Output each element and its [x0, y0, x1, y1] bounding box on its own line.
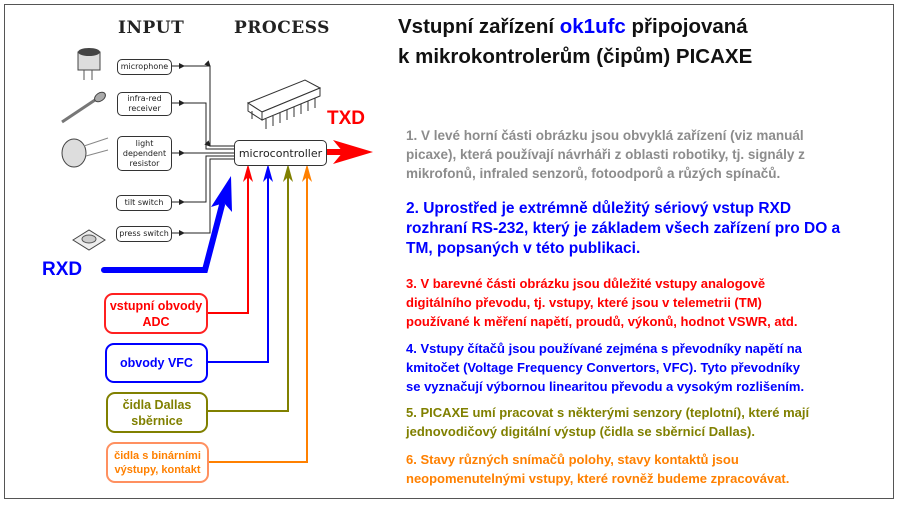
para-line: TM, popsaných v této publikaci.: [406, 240, 641, 257]
label-line: receiver: [128, 104, 161, 113]
title-text: Vstupní zařízení: [398, 15, 560, 38]
adc-wire: [207, 175, 249, 314]
process-header: PROCESS: [234, 18, 330, 38]
para-line: digitálního převodu, tj. vstupy, které j…: [406, 295, 762, 310]
paragraph-1: 1. V levé horní části obrázku jsou obvyk…: [406, 126, 805, 183]
paragraph-6: 6. Stavy různých snímačů polohy, stavy k…: [406, 450, 789, 488]
box-line: výstupy, kontakt: [114, 463, 201, 476]
dallas-wire: [207, 175, 289, 412]
label-line: tilt switch: [124, 198, 164, 207]
input-label-microphone: microphone: [117, 59, 172, 75]
adc-arrowhead-icon: [243, 164, 253, 182]
chip-icon: [246, 79, 322, 129]
para-line: picaxe), která používají návrháři z obla…: [406, 147, 805, 162]
label-line: press switch: [119, 229, 169, 238]
input-header: INPUT: [118, 18, 185, 38]
para-line: mikrofonů, infraled senzorů, fotoodporů …: [406, 166, 781, 181]
para-line: 1. V levé horní části obrázku jsou obvyk…: [406, 128, 804, 143]
binary-wire: [208, 175, 308, 463]
microcontroller-box: microcontroller: [234, 140, 327, 166]
label-line: infra-red: [127, 94, 162, 103]
paragraph-5: 5. PICAXE umí pracovat s některými senzo…: [406, 403, 809, 441]
press-switch-icon: [72, 229, 106, 251]
callsign: ok1ufc: [559, 15, 626, 38]
title-text: připojovaná: [625, 15, 748, 38]
dallas-arrowhead-icon: [283, 164, 293, 182]
para-line: používané k měření napětí, proudů, výkon…: [406, 314, 798, 329]
label-line: dependent: [122, 148, 167, 158]
para-line: rozhraní RS-232, který je základem všech…: [406, 220, 841, 237]
light-dependent-resistor-icon: [61, 137, 109, 168]
input-label-tilt-switch: tilt switch: [116, 195, 172, 211]
rxd-arrow: [101, 176, 232, 273]
para-line: kmitočet (Voltage Frequency Convertors, …: [406, 360, 800, 375]
page-title-line2: k mikrokontrolerům (čipům) PICAXE: [398, 45, 753, 68]
para-line: se vyznačují výbornou linearitou převodu…: [406, 379, 805, 394]
vfc-wire: [207, 175, 269, 363]
paragraph-2: 2. Uprostřed je extrémně důležitý sériov…: [406, 199, 840, 259]
box-line: čidla s binárními: [114, 449, 201, 462]
para-line: 3. V barevné části obrázku jsou důležité…: [406, 276, 766, 291]
txd-label: TXD: [327, 108, 365, 129]
box-line: vstupní obvody: [109, 298, 203, 313]
label-line: light: [135, 138, 154, 148]
para-line: 6. Stavy různých snímačů polohy, stavy k…: [406, 452, 739, 467]
input-label-press-switch: press switch: [116, 226, 172, 242]
frame-border: [4, 4, 894, 499]
microphone-icon: [77, 48, 101, 80]
rxd-label: RXD: [42, 259, 83, 280]
vfc-input-box: obvody VFC: [105, 343, 208, 383]
para-line: 4. Vstupy čítačů jsou používané zejména …: [406, 341, 802, 356]
input-wires: [170, 60, 235, 236]
label-line: resistor: [129, 158, 160, 168]
box-line: ADC: [142, 314, 170, 329]
infrared-receiver-icon: [61, 91, 106, 124]
box-line: čidla Dallas: [122, 397, 192, 412]
box-line: obvody VFC: [120, 356, 193, 370]
txd-arrow: [325, 140, 373, 164]
page-title-line1: Vstupní zařízení ok1ufc připojovaná: [398, 15, 748, 39]
vfc-arrowhead-icon: [263, 164, 273, 182]
para-line: jednovodičový digitální výstup (čidla se…: [406, 424, 755, 439]
paragraph-3: 3. V barevné části obrázku jsou důležité…: [406, 274, 797, 331]
para-line: 2. Uprostřed je extrémně důležitý sériov…: [406, 200, 792, 217]
label-line: microphone: [120, 62, 169, 71]
paragraph-4: 4. Vstupy čítačů jsou používané zejména …: [406, 339, 804, 396]
para-line: 5. PICAXE umí pracovat s některými senzo…: [406, 405, 810, 420]
binary-arrowhead-icon: [302, 164, 312, 182]
box-line: sběrnice: [131, 413, 183, 428]
para-line: neopomenutelnými vstupy, které rovněž bu…: [406, 471, 790, 486]
